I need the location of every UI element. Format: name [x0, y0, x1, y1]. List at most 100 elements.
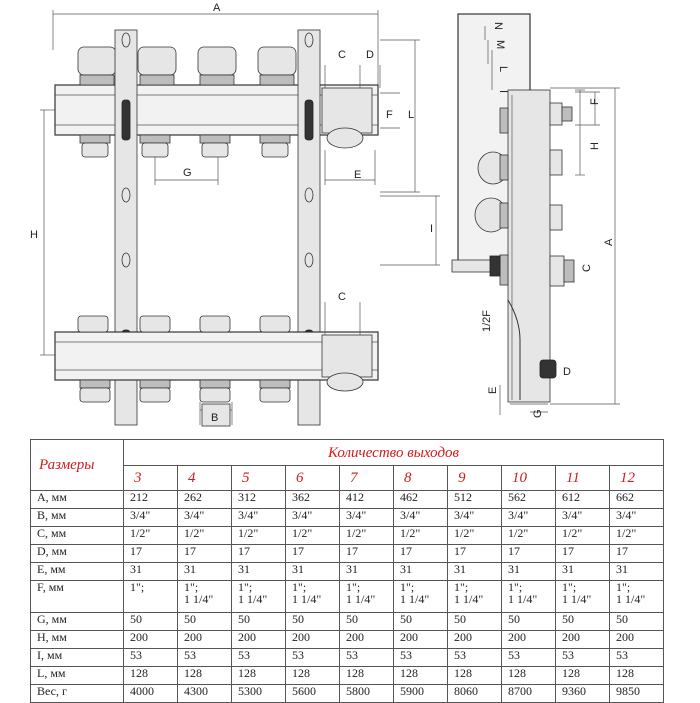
cell-value: 31	[562, 562, 574, 576]
cell-value: 31	[616, 562, 628, 576]
table-cell: 200	[608, 630, 665, 649]
table-cell: 53	[447, 648, 502, 667]
table-cell: 17	[177, 544, 232, 563]
table-cell: 3/4"	[285, 508, 340, 527]
table-cell: 3/4"	[177, 508, 232, 527]
table-cell: 1/2"	[231, 526, 286, 545]
table-cell: 1/2"	[555, 526, 610, 545]
dim-label-G: G	[183, 167, 192, 179]
table-cell: 262	[177, 490, 232, 509]
cell-value-second-line: 1 1/4"	[184, 592, 214, 606]
cell-value: 50	[292, 612, 304, 626]
side-label-I: I	[497, 90, 509, 93]
cell-value: 1/2"	[346, 526, 367, 540]
cell-value: 262	[184, 490, 202, 504]
cell-value: 3/4"	[184, 508, 205, 522]
cell-value: 17	[238, 544, 250, 558]
column-header: 4	[177, 465, 232, 491]
table-cell: 3/4"	[447, 508, 502, 527]
cell-value-second-line: 1 1/4"	[346, 592, 376, 606]
cell-value: 412	[346, 490, 364, 504]
row-label: H, мм	[30, 630, 124, 649]
side-label-E: E	[487, 387, 499, 394]
table-cell: 31	[231, 562, 286, 581]
cell-value: 9360	[562, 684, 586, 698]
table-cell: 1/2"	[447, 526, 502, 545]
column-header: 9	[447, 465, 502, 491]
table-cell: 1/2"	[285, 526, 340, 545]
table-cell: 31	[555, 562, 610, 581]
table-cell: 362	[285, 490, 340, 509]
cell-value: 1/2"	[292, 526, 313, 540]
table-cell: 17	[608, 544, 665, 563]
table-cell: 562	[501, 490, 556, 509]
column-header: 12	[608, 465, 665, 491]
table-cell: 50	[555, 612, 610, 631]
cell-value: 31	[400, 562, 412, 576]
column-header: 10	[501, 465, 556, 491]
table-cell: 3/4"	[555, 508, 610, 527]
cell-value: 17	[292, 544, 304, 558]
cell-value: 128	[400, 666, 418, 680]
cell-value-second-line: 1 1/4"	[616, 592, 646, 606]
row-label: L, мм	[30, 666, 124, 685]
cell-value: 1";	[508, 580, 523, 594]
table-cell: 50	[123, 612, 178, 631]
cell-value: 3/4"	[454, 508, 475, 522]
cell-value: 1";	[562, 580, 577, 594]
cell-value: 3/4"	[130, 508, 151, 522]
cell-value-second-line: 1 1/4"	[562, 592, 592, 606]
cell-value: 17	[508, 544, 520, 558]
table-cell: 5600	[285, 684, 340, 703]
cell-value: 53	[562, 648, 574, 662]
cell-value: 17	[562, 544, 574, 558]
cell-value: 200	[562, 630, 580, 644]
table-cell: 1";1 1/4"	[339, 580, 394, 613]
table-cell: 31	[177, 562, 232, 581]
cell-value: 53	[346, 648, 358, 662]
dim-label-H: H	[30, 229, 38, 241]
cell-value: 31	[238, 562, 250, 576]
dim-label-B: B	[211, 412, 218, 424]
cell-value: 1";	[346, 580, 361, 594]
cell-value: 3/4"	[346, 508, 367, 522]
cell-value-second-line: 1 1/4"	[292, 592, 322, 606]
cell-value: 128	[346, 666, 364, 680]
cell-value: 8060	[454, 684, 478, 698]
table-cell: 53	[393, 648, 448, 667]
table-cell: 17	[339, 544, 394, 563]
table-cell: 1";1 1/4"	[555, 580, 610, 613]
cell-value: 200	[346, 630, 364, 644]
table-cell: 1/2"	[501, 526, 556, 545]
table-cell: 1";1 1/4"	[177, 580, 232, 613]
cell-value: 1";	[616, 580, 631, 594]
column-header: 5	[231, 465, 286, 491]
table-cell: 17	[231, 544, 286, 563]
cell-value: 53	[130, 648, 142, 662]
cell-value: 212	[130, 490, 148, 504]
table-cell: 200	[501, 630, 556, 649]
table-cell: 3/4"	[339, 508, 394, 527]
cell-value: 3/4"	[508, 508, 529, 522]
bottom-fittings	[77, 315, 373, 403]
cell-value: 612	[562, 490, 580, 504]
table-cell: 1";1 1/4"	[608, 580, 665, 613]
cell-value: 1";	[400, 580, 415, 594]
cell-value: 3/4"	[562, 508, 583, 522]
cell-value: 562	[508, 490, 526, 504]
cell-value: 312	[238, 490, 256, 504]
cell-value: 8700	[508, 684, 532, 698]
cell-value: 5900	[400, 684, 424, 698]
top-valves	[77, 46, 297, 158]
cell-value: 1";	[238, 580, 253, 594]
table-cell: 53	[177, 648, 232, 667]
cell-value: 200	[454, 630, 472, 644]
cell-value: 1/2"	[616, 526, 637, 540]
column-header: 11	[555, 465, 610, 491]
row-label: I, мм	[30, 648, 124, 667]
